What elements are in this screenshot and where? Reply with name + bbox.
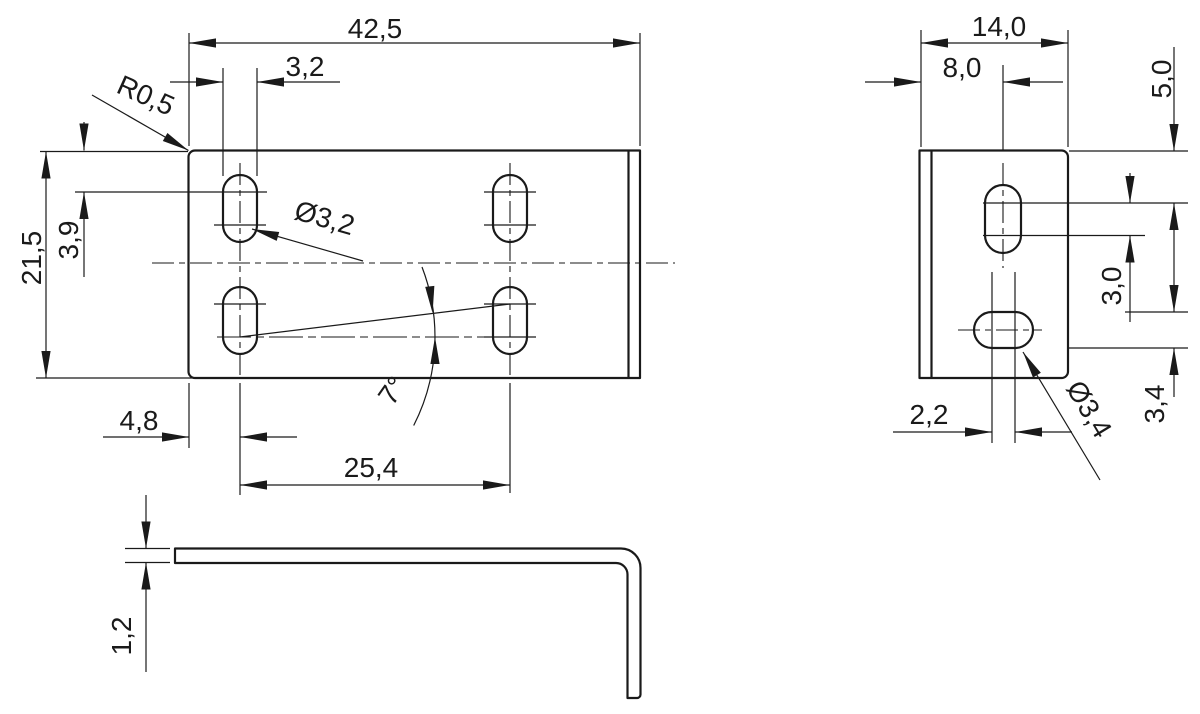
side-view-outline (918, 149, 1070, 380)
dim-front-hole-edge-offset: 4,8 (120, 405, 159, 436)
dimension-lines (36, 30, 1188, 672)
dim-front-hole-spacing: 25,4 (344, 452, 399, 483)
dim-front-hole-top-offset: 3,9 (53, 221, 84, 260)
angle-tilted-line (239, 303, 511, 338)
dimension-arrows (41, 38, 1179, 590)
dim-side-slot-height: 3,4 (1139, 385, 1170, 424)
dim-front-corner-radius: R0,5 (113, 69, 180, 121)
dim-side-hole-center-offset: 8,0 (943, 52, 982, 83)
dim-front-overall-width: 42,5 (348, 13, 403, 44)
center-lines (152, 163, 1042, 380)
dim-front-hole-diameter: Ø3,2 (291, 195, 358, 242)
front-plate-outline (187, 149, 642, 380)
dim-side-overall-width: 14,0 (972, 11, 1027, 42)
dim-front-slot-width: 3,2 (286, 51, 325, 82)
dim-side-hole-diameter: Ø3,4 (1060, 375, 1118, 443)
dim-side-hole-top-offset: 5,0 (1146, 60, 1177, 99)
profile-view-outline (173, 547, 642, 700)
dim-front-overall-height: 21,5 (16, 231, 47, 286)
side-plate-outline (918, 149, 1070, 380)
dim-side-slot-center-spacing: 3,0 (1096, 267, 1127, 306)
dim-side-slot-center-distance: 2,2 (910, 399, 949, 430)
dim-front-slot-angle: 7° (372, 371, 413, 411)
front-view-outline (187, 149, 642, 380)
dim-profile-thickness: 1,2 (106, 617, 137, 656)
